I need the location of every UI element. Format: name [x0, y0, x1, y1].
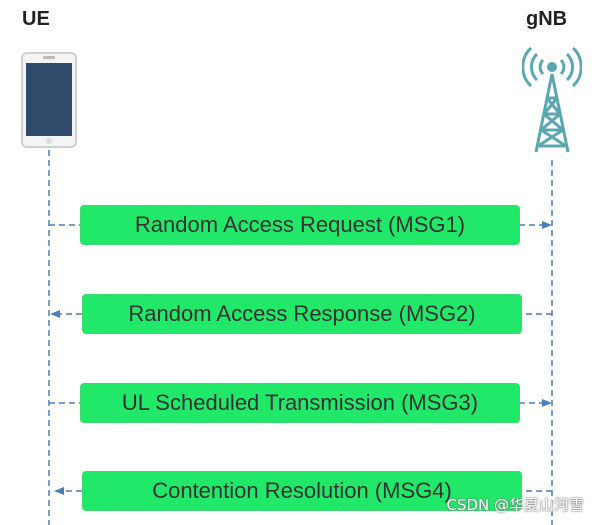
- msg1-arrowhead: [542, 221, 552, 229]
- msg2-arrowhead: [50, 310, 60, 318]
- ue-label: UE: [22, 8, 50, 30]
- msg1-box: Random Access Request (MSG1): [80, 205, 520, 245]
- msg4-box: Contention Resolution (MSG4): [82, 471, 522, 511]
- msg3-label: UL Scheduled Transmission (MSG3): [121, 390, 479, 415]
- msg4-label: Contention Resolution (MSG4): [152, 478, 452, 503]
- msg3-arrowhead: [542, 399, 552, 407]
- cell-tower-icon: [522, 46, 582, 153]
- msg2-box: Random Access Response (MSG2): [82, 294, 522, 334]
- msg2-label: Random Access Response (MSG2): [128, 301, 476, 326]
- smartphone-icon: [21, 52, 77, 148]
- watermark: CSDN @华夏山河雪: [446, 496, 584, 514]
- gnb-label: gNB: [526, 8, 568, 30]
- msg1-label: Random Access Request (MSG1): [134, 212, 466, 237]
- msg3-box: UL Scheduled Transmission (MSG3): [80, 383, 520, 423]
- msg4-arrowhead: [54, 487, 64, 495]
